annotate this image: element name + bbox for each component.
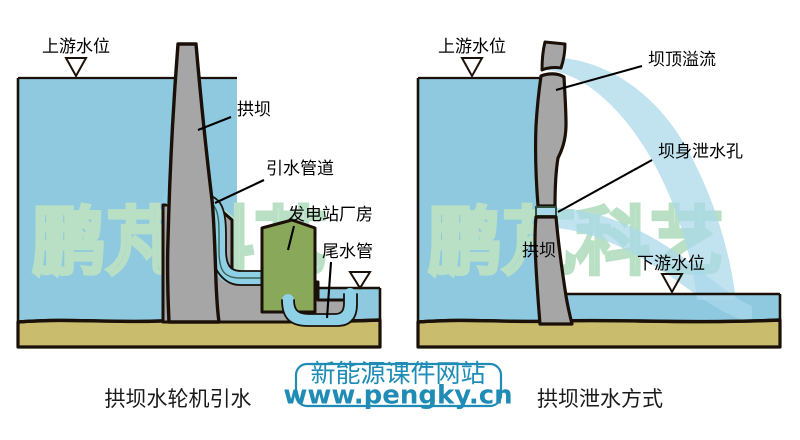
label-upstream-water-level-left: 上游水位 (42, 37, 110, 57)
dam-body-outlet-opening (535, 206, 557, 217)
powerhouse-building (260, 218, 317, 314)
tailrace-inner-edge (293, 293, 345, 315)
label-crest-overflow: 坝顶溢流 (648, 50, 716, 70)
label-arch-dam-left: 拱坝 (237, 100, 271, 120)
label-upstream-water-level-right: 上游水位 (438, 37, 506, 57)
leader-dam-body-outlet (557, 159, 653, 213)
leader-arch-dam-left (197, 116, 232, 131)
downstream-level-marker (660, 273, 684, 295)
upstream-level-marker-left (64, 57, 88, 79)
arch-dam-body-left (165, 42, 221, 324)
arch-dam-body-right-upper (534, 72, 568, 208)
upstream-level-marker-right (460, 57, 484, 79)
tailrace-tube-conduit (282, 288, 356, 326)
label-dam-body-outlet: 坝身泄水孔 (658, 142, 743, 162)
tailwater-level-marker (348, 271, 372, 290)
tailrace-outer-edge (281, 293, 358, 327)
right-panel: 鹏芃科艺 上游水位 坝顶溢流 坝身泄水孔 拱坝 下游水位 (416, 37, 782, 349)
label-tailrace-tube: 尾水管 (322, 242, 373, 262)
logo-url-text[interactable]: www.pengky.cn (283, 381, 512, 411)
bedrock-ground-right (416, 318, 782, 349)
upstream-water-body-right (418, 78, 545, 322)
logo-box (294, 362, 503, 408)
label-penstock: 引水管道 (266, 159, 334, 179)
logo-chinese-text: 新能源课件网站 (310, 359, 485, 388)
dam-crest-upper (540, 40, 567, 72)
leader-tailrace (325, 261, 333, 319)
caption-right: 拱坝泄水方式 (537, 387, 663, 411)
site-logo[interactable]: 新能源课件网站 www.pengky.cn (283, 359, 512, 411)
arch-dam-body-right-lower (533, 215, 574, 326)
leader-crest-overflow (555, 64, 643, 92)
label-downstream-water-level: 下游水位 (637, 254, 705, 274)
leader-powerhouse (286, 225, 296, 251)
crest-overflow-jet (546, 58, 736, 300)
caption-left: 拱坝水轮机引水 (105, 387, 252, 411)
label-powerhouse: 发电站厂房 (288, 205, 373, 225)
left-panel: 鹏芃科艺 上游水位 (16, 37, 382, 349)
leader-penstock (214, 179, 265, 204)
label-arch-dam-right: 拱坝 (522, 241, 556, 261)
ground-surface-line-right (417, 318, 781, 324)
